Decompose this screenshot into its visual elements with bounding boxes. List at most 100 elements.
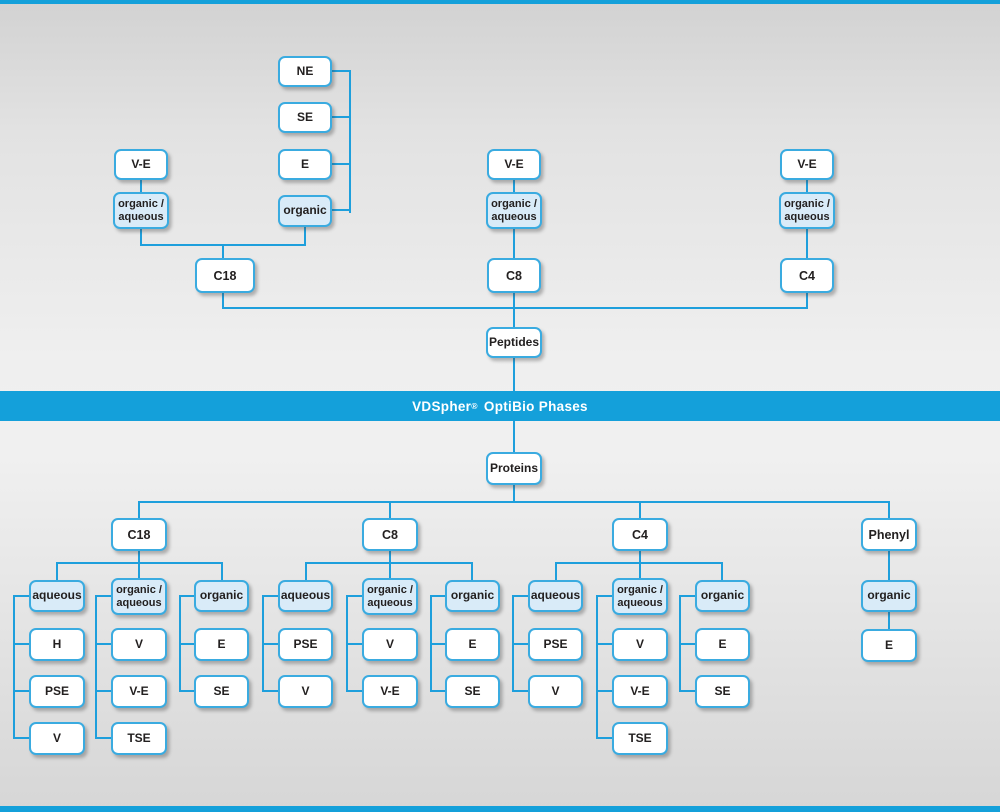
connector-line [389, 551, 391, 563]
connector-line [56, 562, 58, 580]
box-proteins-c4-orgaq-tse: TSE [612, 722, 668, 755]
connector-line [888, 612, 890, 629]
box-proteins-c4-organic-se: SE [695, 675, 750, 708]
box-proteins-root: Proteins [486, 452, 542, 485]
box-proteins-phenyl: Phenyl [861, 518, 917, 551]
connector-line [513, 485, 515, 503]
connector-line [138, 551, 140, 563]
box-proteins-c4-orgaq-v: V [612, 628, 668, 661]
connector-line [95, 595, 97, 739]
box-proteins-c8-aqueous: aqueous [278, 580, 333, 612]
connector-line [349, 70, 351, 213]
box-proteins-c8-aqueous-v: V [278, 675, 333, 708]
box-proteins-c18: C18 [111, 518, 167, 551]
connector-line [262, 690, 278, 692]
bottom-accent-bar [0, 806, 1000, 812]
box-proteins-c18-orgaq-ve: V-E [111, 675, 167, 708]
connector-line [679, 595, 695, 597]
box-peptides-c8-organic-aqueous: organic / aqueous [486, 192, 542, 229]
title-banner: VDSpher® OptiBio Phases [0, 391, 1000, 421]
connector-line [95, 737, 111, 739]
top-accent-bar [0, 0, 1000, 4]
box-peptides-c4-ve: V-E [780, 149, 834, 180]
box-peptides-c18-se: SE [278, 102, 332, 133]
connector-line [596, 643, 612, 645]
connector-line [512, 595, 528, 597]
connector-line [430, 595, 445, 597]
box-proteins-c8-organic-se: SE [445, 675, 500, 708]
connector-line [222, 246, 224, 258]
connector-line [179, 643, 194, 645]
box-proteins-c18-aqueous-v: V [29, 722, 85, 755]
box-proteins-c8-orgaq-v: V [362, 628, 418, 661]
connector-line [639, 501, 641, 518]
connector-line [639, 551, 641, 563]
connector-line [806, 180, 808, 192]
connector-line [471, 562, 473, 580]
box-peptides-c18-e: E [278, 149, 332, 180]
connector-line [304, 227, 306, 246]
banner-brand: VDSpher [412, 398, 472, 414]
connector-line [13, 643, 29, 645]
box-proteins-c8-aqueous-pse: PSE [278, 628, 333, 661]
connector-line [95, 690, 111, 692]
connector-line [179, 690, 194, 692]
connector-line [179, 595, 194, 597]
box-proteins-phenyl-organic-e: E [861, 629, 917, 662]
box-proteins-c8-organic-aqueous: organic / aqueous [362, 578, 418, 615]
box-proteins-c18-organic: organic [194, 580, 249, 612]
connector-line [222, 307, 808, 309]
connector-line [140, 244, 306, 246]
connector-line [513, 180, 515, 192]
box-peptides-c8: C8 [487, 258, 541, 293]
box-peptides-c18: C18 [195, 258, 255, 293]
connector-line [430, 643, 445, 645]
box-peptides-c4: C4 [780, 258, 834, 293]
connector-line [138, 501, 890, 503]
connector-line [13, 690, 29, 692]
connector-line [262, 643, 278, 645]
box-proteins-c18-organic-aqueous: organic / aqueous [111, 578, 167, 615]
connector-line [888, 501, 890, 518]
connector-line [513, 358, 515, 391]
box-proteins-c4-organic-aqueous: organic / aqueous [612, 578, 668, 615]
box-proteins-c18-aqueous-h: H [29, 628, 85, 661]
connector-line [13, 595, 15, 739]
box-peptides-c4-organic-aqueous: organic / aqueous [779, 192, 835, 229]
box-peptides-c18-ve: V-E [114, 149, 168, 180]
box-proteins-c18-orgaq-tse: TSE [111, 722, 167, 755]
box-proteins-phenyl-organic: organic [861, 580, 917, 612]
connector-line [596, 690, 612, 692]
connector-line [138, 562, 140, 578]
connector-line [346, 595, 362, 597]
connector-line [13, 595, 29, 597]
box-proteins-c18-aqueous-pse: PSE [29, 675, 85, 708]
box-peptides-root: Peptides [486, 327, 542, 358]
box-peptides-c18-ne: NE [278, 56, 332, 87]
connector-line [346, 643, 362, 645]
connector-line [95, 643, 111, 645]
connector-line [331, 163, 349, 165]
box-proteins-c8-organic-e: E [445, 628, 500, 661]
connector-line [596, 595, 612, 597]
box-peptides-c8-ve: V-E [487, 149, 541, 180]
connector-line [222, 293, 224, 309]
connector-line [679, 643, 695, 645]
connector-line [389, 562, 391, 578]
connector-line [806, 229, 808, 258]
box-proteins-c18-orgaq-v: V [111, 628, 167, 661]
connector-line [389, 501, 391, 518]
box-proteins-c4-organic: organic [695, 580, 750, 612]
box-proteins-c18-aqueous: aqueous [29, 580, 85, 612]
connector-line [513, 293, 515, 327]
connector-line [331, 209, 349, 211]
connector-line [262, 595, 278, 597]
connector-line [513, 421, 515, 452]
connector-line [95, 595, 111, 597]
box-proteins-c4-aqueous-v: V [528, 675, 583, 708]
connector-line [138, 501, 140, 518]
box-proteins-c4-aqueous: aqueous [528, 580, 583, 612]
connector-line [305, 562, 307, 580]
box-proteins-c4-aqueous-pse: PSE [528, 628, 583, 661]
